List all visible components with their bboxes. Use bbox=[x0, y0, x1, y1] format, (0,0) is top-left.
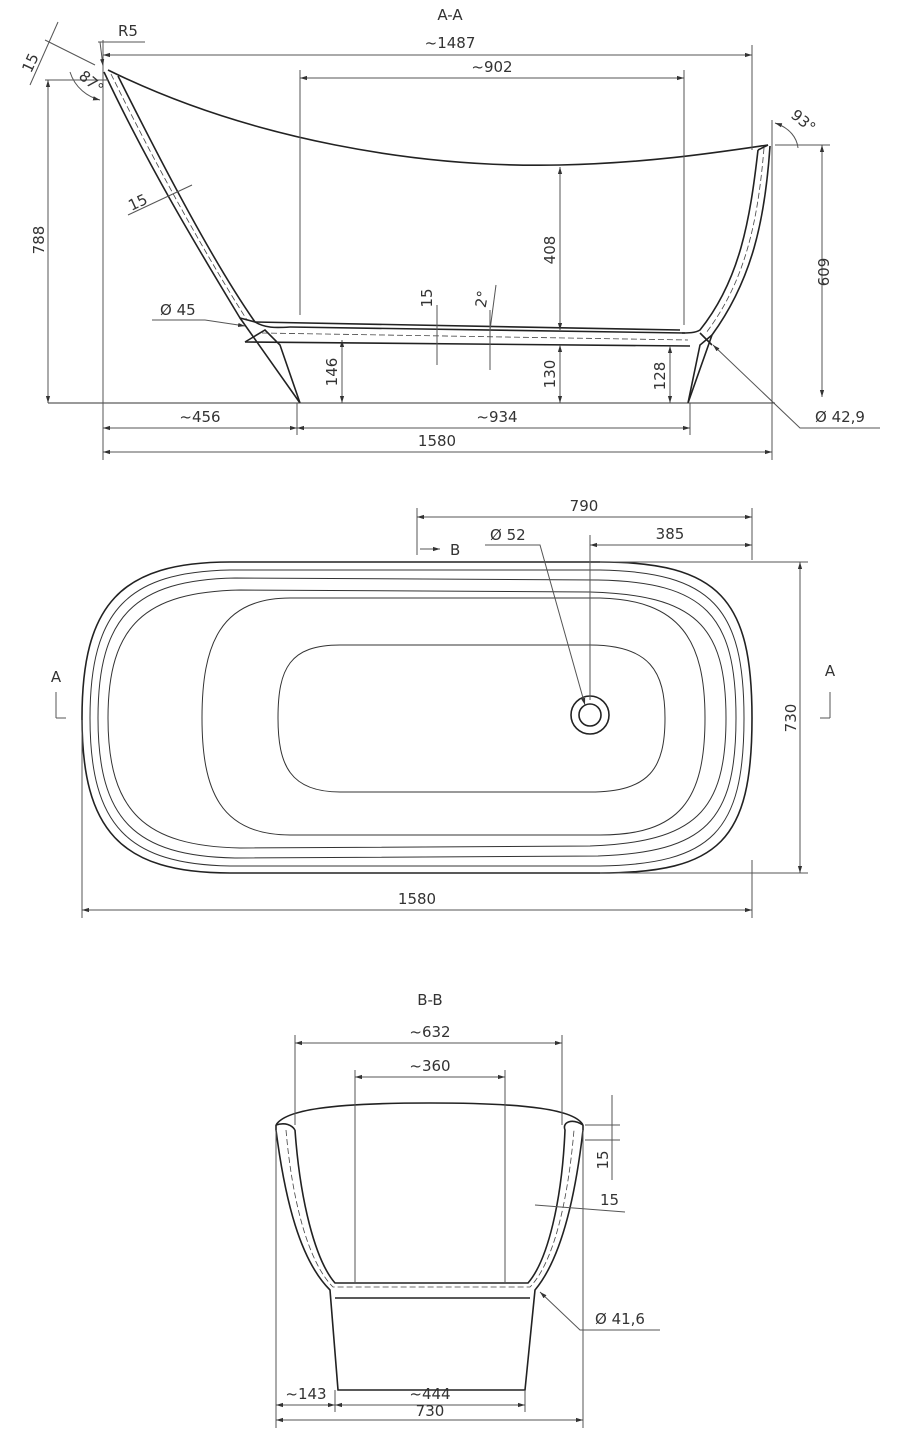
left-outer-wall bbox=[103, 71, 301, 404]
tub-outer-outline bbox=[81, 561, 753, 874]
drain-diameter: Ø 52 bbox=[490, 526, 526, 544]
right-outer-wall bbox=[687, 145, 771, 404]
tub-floor bbox=[244, 321, 691, 347]
section-a-right-marker: A bbox=[825, 662, 836, 680]
section-b-b: B-B ~632 ~360 15 15 Ø 41,6 ~143 ~444 730 bbox=[275, 991, 660, 1428]
right-joint-diameter: Ø 42,9 bbox=[815, 408, 865, 426]
dim-top-width: ~632 bbox=[409, 1023, 450, 1041]
dim-right-height: 609 bbox=[814, 258, 832, 287]
dim-floor-height-left: 146 bbox=[323, 358, 341, 387]
dim-top-length: ~1487 bbox=[425, 34, 476, 52]
dim-rim-thickness: 15 bbox=[18, 50, 42, 75]
dim-floor-thickness: 15 bbox=[418, 288, 436, 307]
dim-wall-thickness: 15 bbox=[125, 190, 150, 214]
left-joint-diameter: Ø 45 bbox=[160, 301, 196, 319]
dim-inner-width: ~360 bbox=[409, 1057, 450, 1075]
bb-joint-diameter: Ø 41,6 bbox=[595, 1310, 645, 1328]
dim-overall-width: 730 bbox=[416, 1402, 445, 1420]
drain-inner bbox=[578, 703, 602, 727]
dim-drain-offset: 385 bbox=[656, 525, 685, 543]
left-inner-wall bbox=[117, 75, 291, 329]
dim-overall-length: 1580 bbox=[418, 432, 456, 450]
section-a-a-title: A-A bbox=[437, 6, 463, 24]
plan-view: 790 385 B Ø 52 A A 730 1580 bbox=[51, 497, 836, 918]
dim-floor-slope: 2° bbox=[472, 289, 493, 309]
dim-base-width: ~444 bbox=[409, 1385, 450, 1403]
dim-floor-height-mid: 130 bbox=[541, 360, 559, 389]
dim-water-depth: 408 bbox=[541, 236, 559, 265]
tub-rim-curve bbox=[107, 69, 769, 167]
section-a-left-marker: A bbox=[51, 668, 62, 686]
dim-rim-height: 15 bbox=[594, 1150, 612, 1169]
right-inner-wall bbox=[681, 149, 759, 334]
dim-base-length: ~934 bbox=[476, 408, 517, 426]
dim-foot-offset: ~143 bbox=[285, 1385, 326, 1403]
dim-total-height: 788 bbox=[30, 226, 48, 255]
section-b-marker: B bbox=[450, 541, 460, 559]
dim-width: 730 bbox=[782, 704, 800, 733]
dim-bb-wall-thickness: 15 bbox=[600, 1191, 619, 1209]
angle-left: 87° bbox=[75, 67, 107, 98]
dim-left-offset: ~456 bbox=[179, 408, 220, 426]
section-b-b-title: B-B bbox=[417, 991, 442, 1009]
section-a-a: A-A ~1487 ~902 788 609 408 bbox=[18, 6, 880, 460]
angle-right: 93° bbox=[787, 106, 819, 137]
drain-outer bbox=[570, 695, 610, 735]
dim-radius: R5 bbox=[118, 22, 138, 40]
dim-length: 1580 bbox=[398, 890, 436, 908]
dim-half-length: 790 bbox=[570, 497, 599, 515]
dim-floor-height-right: 128 bbox=[651, 362, 669, 391]
dim-inner-length: ~902 bbox=[471, 58, 512, 76]
bb-rim bbox=[275, 1102, 584, 1126]
